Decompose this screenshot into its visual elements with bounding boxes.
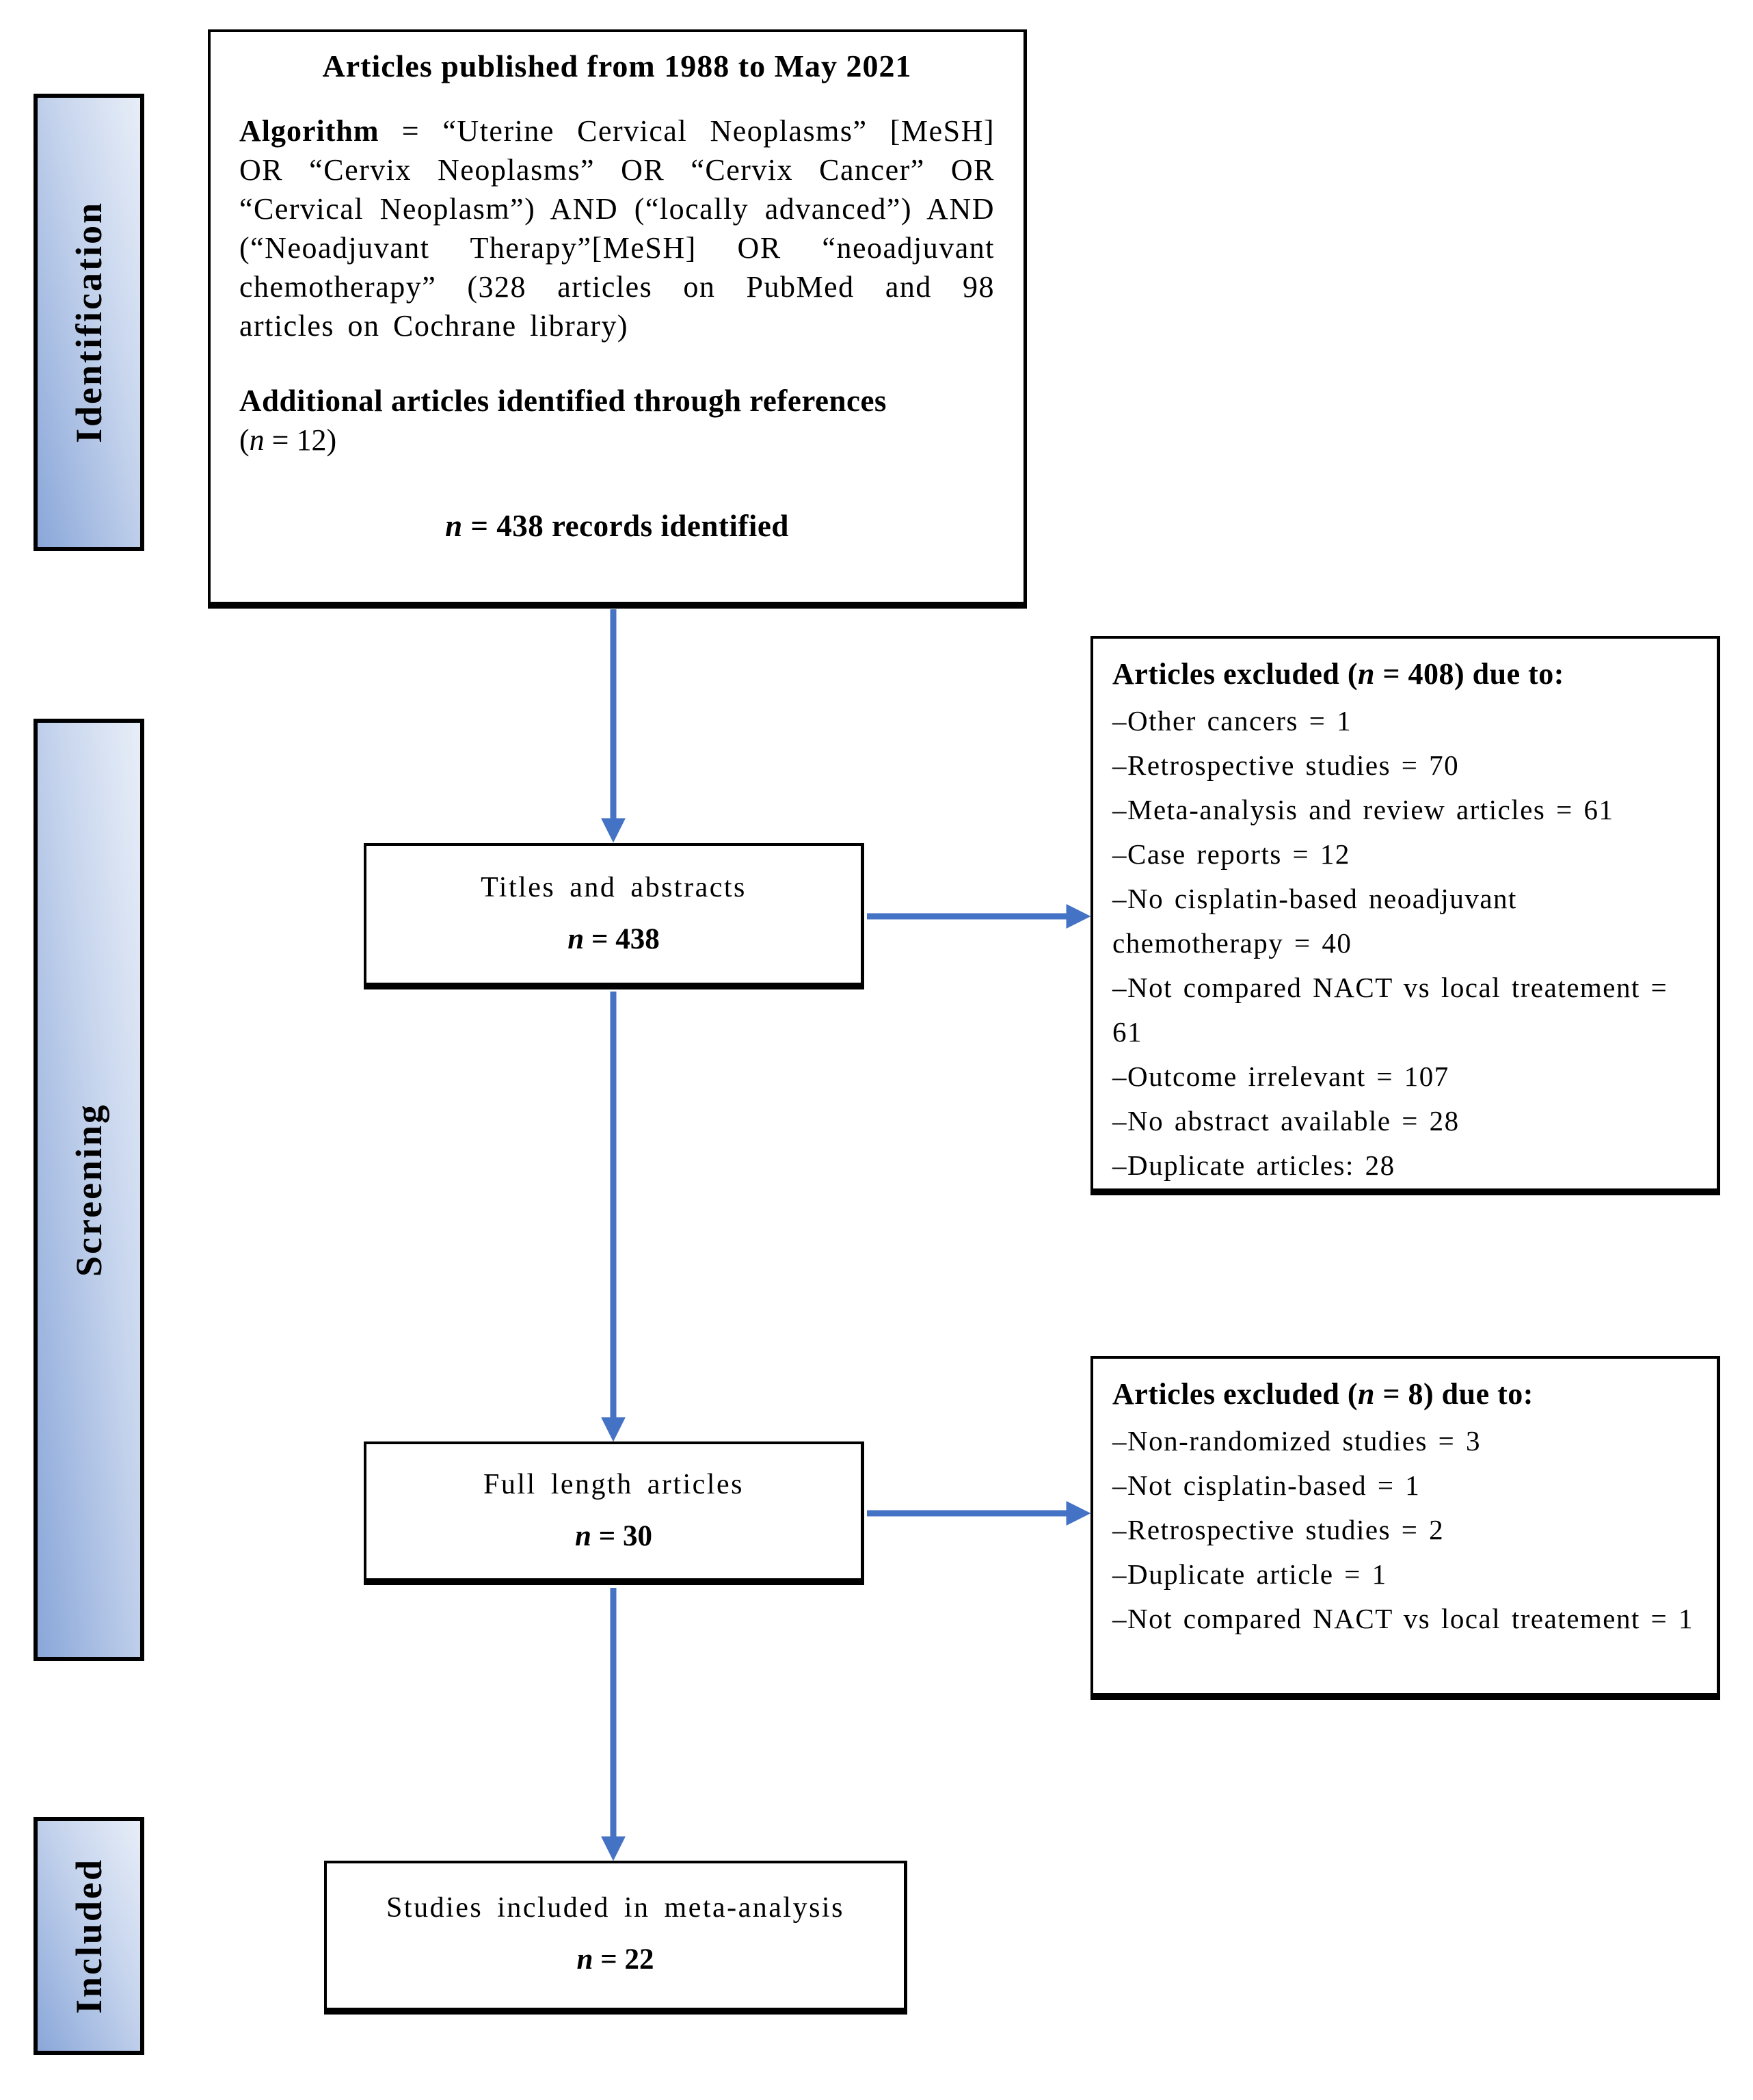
full-length-articles-box: Full length articles n = 30 [364,1441,864,1585]
excluded-reason: –Outcome irrelevant = 107 [1112,1061,1449,1092]
full-length-articles-label: Full length articles [483,1469,744,1500]
excluded-reason: –Case reports = 12 [1112,838,1350,870]
records-identified-count: n = 438 records identified [445,509,789,543]
titles-abstracts-label: Titles and abstracts [481,872,747,903]
additional-references-title: Additional articles identified through r… [239,384,887,418]
excluded-reason: –Retrospective studies = 2 [1112,1514,1445,1545]
full-length-articles-count: n = 30 [575,1520,652,1552]
excluded-reason: –Not compared NACT vs local treatement =… [1112,1603,1694,1634]
algorithm-label: Algorithm [239,114,379,148]
titles-abstracts-count: n = 438 [567,923,660,955]
stage-label-screening: Screening [68,1103,109,1277]
excluded-reason: –Not cisplatin-based = 1 [1112,1470,1421,1501]
search-algorithm-paragraph: Algorithm = “Uterine Cervical Neoplasms”… [239,111,995,345]
excluded-reason: –Meta-analysis and review articles = 61 [1112,794,1614,825]
studies-included-box: Studies included in meta-analysis n = 22 [324,1861,907,2015]
records-identified-box: Articles published from 1988 to May 2021… [208,29,1027,609]
algorithm-text: = “Uterine Cervical Neoplasms” [MeSH] OR… [239,114,995,343]
studies-included-label: Studies included in meta-analysis [386,1892,844,1924]
excluded-articles-box-2: Articles excluded (n = 8) due to: –Non-r… [1090,1356,1720,1700]
excluded-reason: –Not compared NACT vs local treatement =… [1112,972,1668,1048]
excluded-reason: –Duplicate article = 1 [1112,1558,1387,1590]
excluded-reason: –No cisplatin-based neoadjuvant chemothe… [1112,883,1517,959]
excluded-reason: –Duplicate articles: 28 [1112,1149,1395,1181]
stage-label-identification: Identification [68,201,109,444]
excluded-box-1-title: Articles excluded (n = 408) due to: [1112,657,1564,691]
stage-bar-identification: Identification [34,94,144,551]
excluded-box-2-title: Articles excluded (n = 8) due to: [1112,1377,1534,1411]
excluded-reason: –No abstract available = 28 [1112,1105,1460,1137]
excluded-reason: –Non-randomized studies = 3 [1112,1425,1482,1457]
stage-bar-included: Included [34,1817,144,2055]
records-box-title: Articles published from 1988 to May 2021 [322,49,912,83]
studies-included-count: n = 22 [576,1943,654,1976]
excluded-articles-box-1: Articles excluded (n = 408) due to: –Oth… [1090,636,1720,1195]
excluded-reason: –Other cancers = 1 [1112,705,1352,736]
stage-label-included: Included [68,1857,109,2015]
additional-references-count: (n = 12) [239,423,337,457]
excluded-reason: –Retrospective studies = 70 [1112,749,1460,781]
additional-references-block: Additional articles identified through r… [239,381,995,460]
stage-bar-screening: Screening [34,719,144,1661]
titles-abstracts-box: Titles and abstracts n = 438 [364,843,864,989]
